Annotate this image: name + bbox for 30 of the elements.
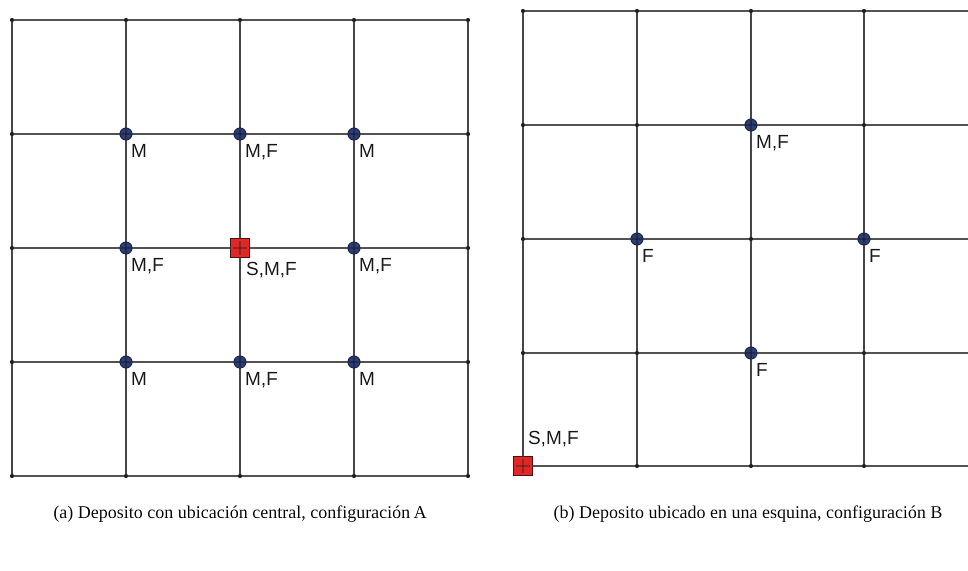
circle-marker	[347, 127, 361, 141]
square-marker	[513, 456, 533, 476]
point-label: M,F	[359, 256, 392, 275]
point-label: M	[131, 142, 147, 161]
circle-marker	[347, 241, 361, 255]
circle-marker	[119, 241, 133, 255]
point-label: M,F	[756, 133, 789, 152]
circle-marker	[630, 232, 644, 246]
circle-marker	[233, 127, 247, 141]
figure-caption: (b) Deposito ubicado en una esquina, configuración B	[552, 501, 944, 524]
circle-marker	[744, 346, 758, 360]
point-label: M,F	[245, 142, 278, 161]
point-label: S,M,F	[528, 429, 579, 448]
point-label: M	[359, 370, 375, 389]
point-label: F	[642, 247, 654, 266]
point-label: M,F	[245, 370, 278, 389]
circle-marker	[119, 127, 133, 141]
point-label: F	[869, 247, 881, 266]
circle-marker	[233, 355, 247, 369]
point-label: M	[359, 142, 375, 161]
circle-marker	[744, 118, 758, 132]
point-label: M,F	[131, 256, 164, 275]
figure-caption: (a) Deposito con ubicación central, configuración A	[52, 501, 428, 524]
circle-marker	[119, 355, 133, 369]
point-label: M	[131, 370, 147, 389]
circle-marker	[347, 355, 361, 369]
point-label: S,M,F	[246, 260, 297, 279]
point-label: F	[756, 361, 768, 380]
circle-marker	[857, 232, 871, 246]
square-marker	[230, 238, 250, 258]
